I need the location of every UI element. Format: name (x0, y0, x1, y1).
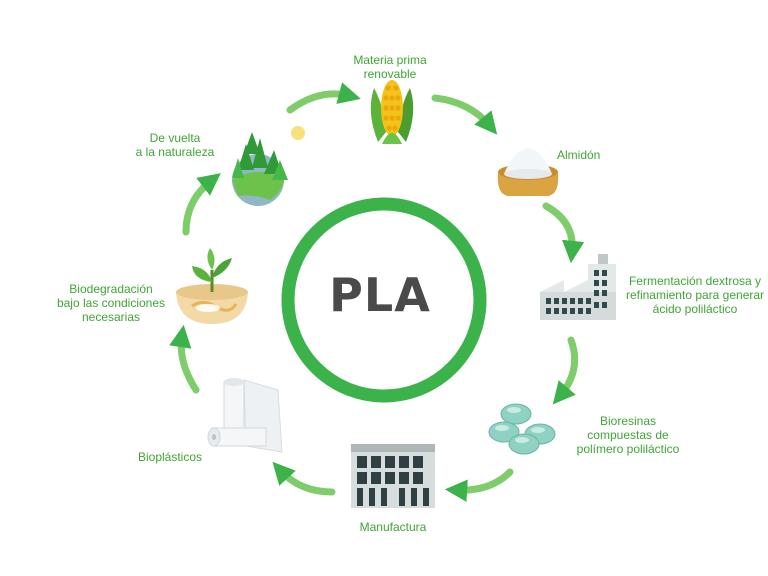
earth-trees-icon (232, 132, 288, 206)
arrow-4 (552, 336, 579, 405)
sprouting-soil-icon (176, 248, 248, 324)
starch-sack-icon (497, 148, 559, 196)
cycle-arrows (169, 82, 585, 502)
label-materia-prima: Materia prima renovable (353, 53, 427, 81)
arrow-1 (286, 82, 361, 114)
arrow-3 (542, 202, 585, 264)
manufacturing-plant-icon (351, 444, 435, 508)
label-bioresinas: Bioresinas compuestas de polímero polilá… (576, 414, 680, 456)
corn-icon (370, 80, 414, 144)
factory-icon (540, 254, 616, 320)
label-manufactura: Manufactura (359, 520, 427, 534)
center-ring (281, 197, 487, 403)
label-fermentacion: Fermentación dextrosa y refinamiento par… (625, 274, 765, 316)
plastic-rolls-icon (207, 378, 283, 453)
arrow-2 (431, 94, 498, 135)
label-bioplasticos: Bioplásticos (137, 450, 202, 464)
label-de-vuelta: De vuelta a la naturaleza (135, 131, 215, 159)
label-biodegradacion: Biodegradación bajo las condiciones nece… (56, 282, 166, 324)
arrow-7 (169, 324, 200, 394)
label-almidon: Almidón (557, 148, 601, 162)
arrow-6 (272, 461, 336, 496)
arrow-8 (182, 173, 221, 236)
center-title: PLA (329, 268, 431, 322)
sun-icon (291, 126, 305, 140)
resin-pellets-icon (488, 403, 556, 455)
arrow-5 (444, 468, 514, 502)
